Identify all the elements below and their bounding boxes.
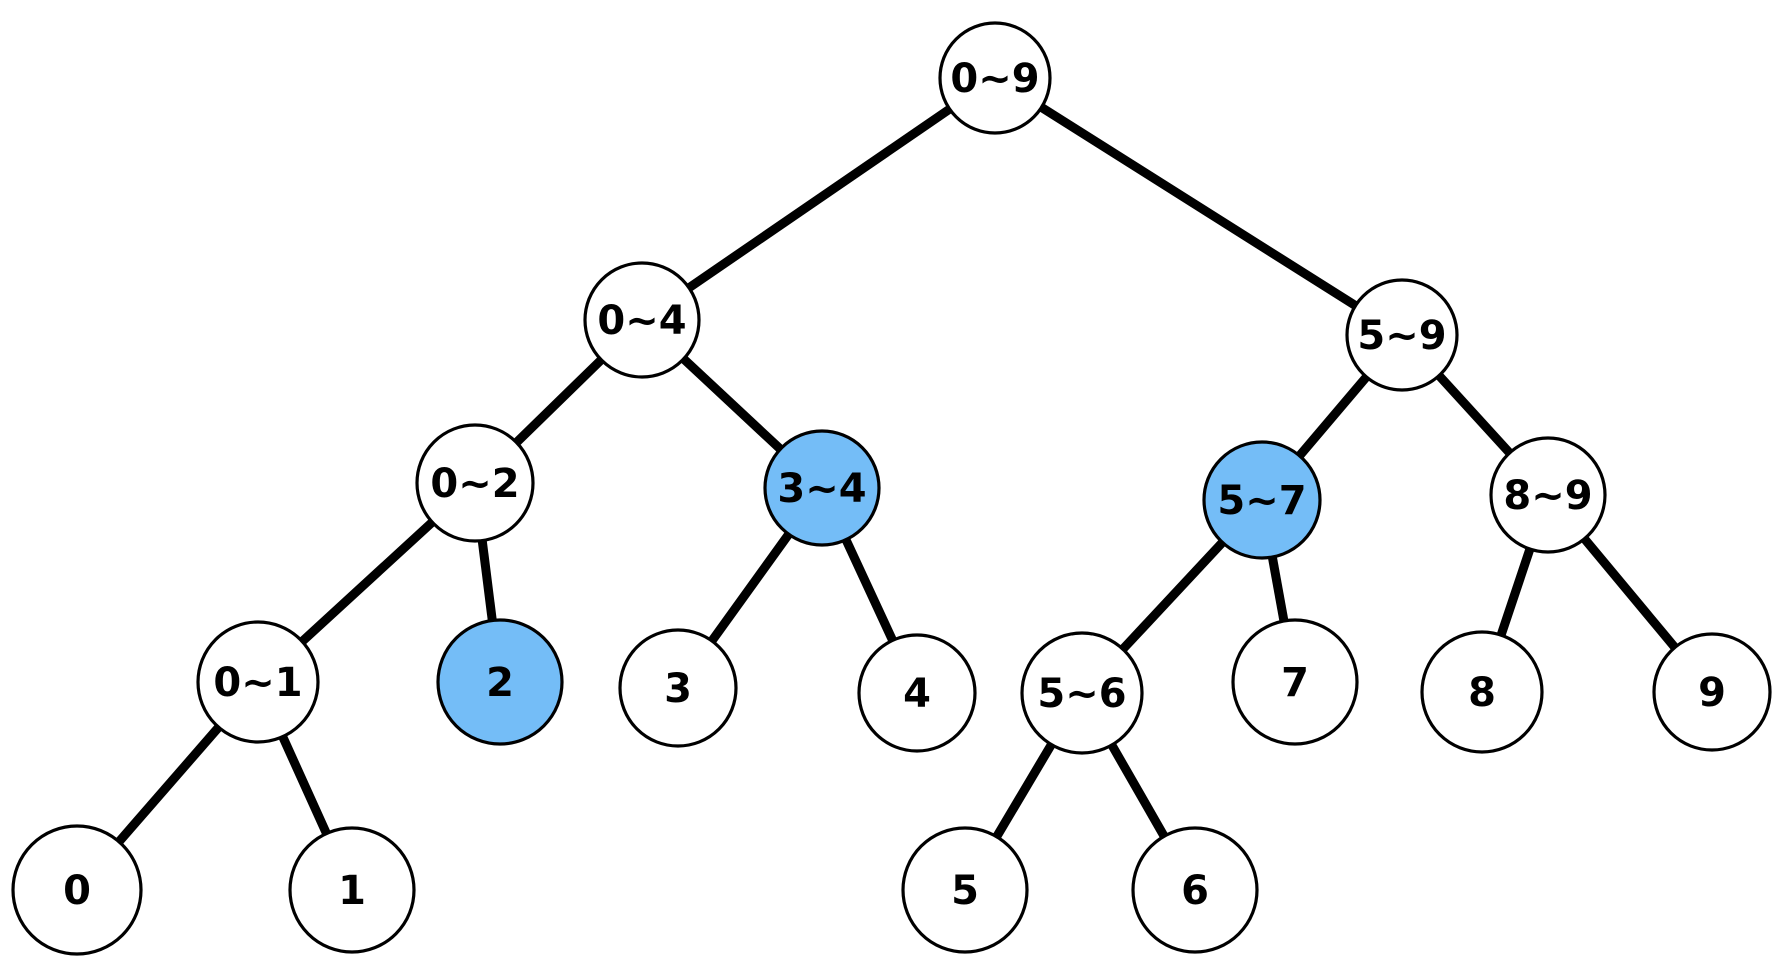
node-circle-n7[interactable]	[1231, 618, 1359, 746]
tree-edge-n0_1-n1	[277, 733, 332, 838]
tree-node-n7[interactable]: 7	[1231, 618, 1359, 746]
node-label-n5_9: 5~9	[1357, 313, 1446, 359]
node-label-n3: 3	[664, 666, 692, 712]
tree-node-n1[interactable]: 1	[288, 826, 416, 954]
tree-edge-n5_7-n7	[1267, 554, 1289, 624]
tree-node-n8[interactable]: 8	[1420, 630, 1544, 754]
tree-node-n0_9[interactable]: 0~9	[938, 21, 1052, 135]
node-label-n4: 4	[903, 671, 931, 717]
node-label-n8: 8	[1468, 670, 1496, 716]
tree-node-n3[interactable]: 3	[618, 628, 738, 748]
node-layer: 0~9 0~4 5~9 0~2 3~4 5~7 8~9 0~1 2 3 4 5~6 7 8 9 0 1 5 6	[11, 21, 1772, 956]
tree-node-n8_9[interactable]: 8~9	[1489, 436, 1607, 554]
node-circle-n5_6[interactable]	[1020, 631, 1144, 755]
tree-edge-n0_9-n5_9	[1037, 102, 1360, 311]
tree-node-n5_7[interactable]: 5~7	[1202, 440, 1322, 560]
node-circle-n2[interactable]	[436, 618, 564, 746]
tree-node-n0_4[interactable]: 0~4	[583, 261, 701, 379]
node-circle-n5_9[interactable]	[1345, 278, 1459, 392]
tree-edge-n5_6-n5	[991, 740, 1057, 841]
tree-edge-n0_1-n0	[114, 722, 224, 847]
node-circle-n3_4[interactable]	[763, 429, 881, 547]
node-circle-n0_4[interactable]	[583, 261, 701, 379]
node-label-n5: 5	[951, 868, 979, 914]
node-label-n5_6: 5~6	[1037, 671, 1126, 717]
node-circle-n3[interactable]	[618, 628, 738, 748]
node-label-n0_4: 0~4	[597, 298, 686, 344]
node-circle-n0[interactable]	[11, 824, 143, 956]
tree-edge-n0_2-n2	[477, 538, 497, 624]
tree-node-n5[interactable]: 5	[901, 826, 1029, 954]
tree-node-n5_9[interactable]: 5~9	[1345, 278, 1459, 392]
node-circle-n5[interactable]	[901, 826, 1029, 954]
tree-edge-n3_4-n3	[707, 530, 794, 646]
tree-edge-n8_9-n8	[1496, 545, 1535, 639]
tree-node-n6[interactable]: 6	[1131, 826, 1259, 954]
node-circle-n5_7[interactable]	[1202, 440, 1322, 560]
node-label-n6: 6	[1181, 868, 1209, 914]
node-label-n8_9: 8~9	[1503, 473, 1592, 519]
tree-node-n0_1[interactable]: 0~1	[196, 620, 320, 744]
tree-edge-n5_9-n5_7	[1294, 372, 1372, 461]
tree-node-n5_6[interactable]: 5~6	[1020, 631, 1144, 755]
tree-edge-n5_6-n6	[1106, 741, 1170, 841]
node-circle-n6[interactable]	[1131, 826, 1259, 954]
node-label-n9: 9	[1698, 670, 1726, 716]
node-label-n0_2: 0~2	[430, 461, 519, 507]
tree-edge-n0_9-n0_4	[684, 104, 954, 293]
node-label-n1: 1	[338, 868, 366, 914]
tree-node-n2[interactable]: 2	[436, 618, 564, 746]
node-circle-n0_1[interactable]	[196, 620, 320, 744]
tree-edge-n3_4-n4	[841, 536, 898, 645]
tree-edge-n8_9-n9	[1579, 534, 1680, 652]
node-label-n0_1: 0~1	[213, 660, 302, 706]
tree-edge-n5_7-n5_6	[1118, 537, 1228, 654]
tree-node-n3_4[interactable]: 3~4	[763, 429, 881, 547]
node-label-n7: 7	[1281, 660, 1309, 706]
tree-edge-n0_2-n0_1	[297, 517, 437, 647]
node-circle-n0_2[interactable]	[415, 423, 535, 543]
tree-node-n0_2[interactable]: 0~2	[415, 423, 535, 543]
node-label-n0: 0	[63, 868, 91, 914]
tree-node-n0[interactable]: 0	[11, 824, 143, 956]
node-label-n5_7: 5~7	[1217, 478, 1306, 524]
node-label-n2: 2	[486, 660, 514, 706]
node-label-n0_9: 0~9	[950, 56, 1039, 102]
tree-node-n9[interactable]: 9	[1652, 632, 1772, 752]
edge-layer	[114, 102, 1680, 847]
node-circle-n8_9[interactable]	[1489, 436, 1607, 554]
node-circle-n1[interactable]	[288, 826, 416, 954]
tree-edge-n0_4-n0_2	[511, 355, 606, 448]
node-circle-n4[interactable]	[857, 633, 977, 753]
tree-edge-n5_9-n8_9	[1434, 371, 1515, 458]
node-label-n3_4: 3~4	[777, 466, 866, 512]
tree-edge-n0_4-n3_4	[679, 354, 785, 454]
node-circle-n0_9[interactable]	[938, 21, 1052, 135]
node-circle-n8[interactable]	[1420, 630, 1544, 754]
node-circle-n9[interactable]	[1652, 632, 1772, 752]
tree-node-n4[interactable]: 4	[857, 633, 977, 753]
